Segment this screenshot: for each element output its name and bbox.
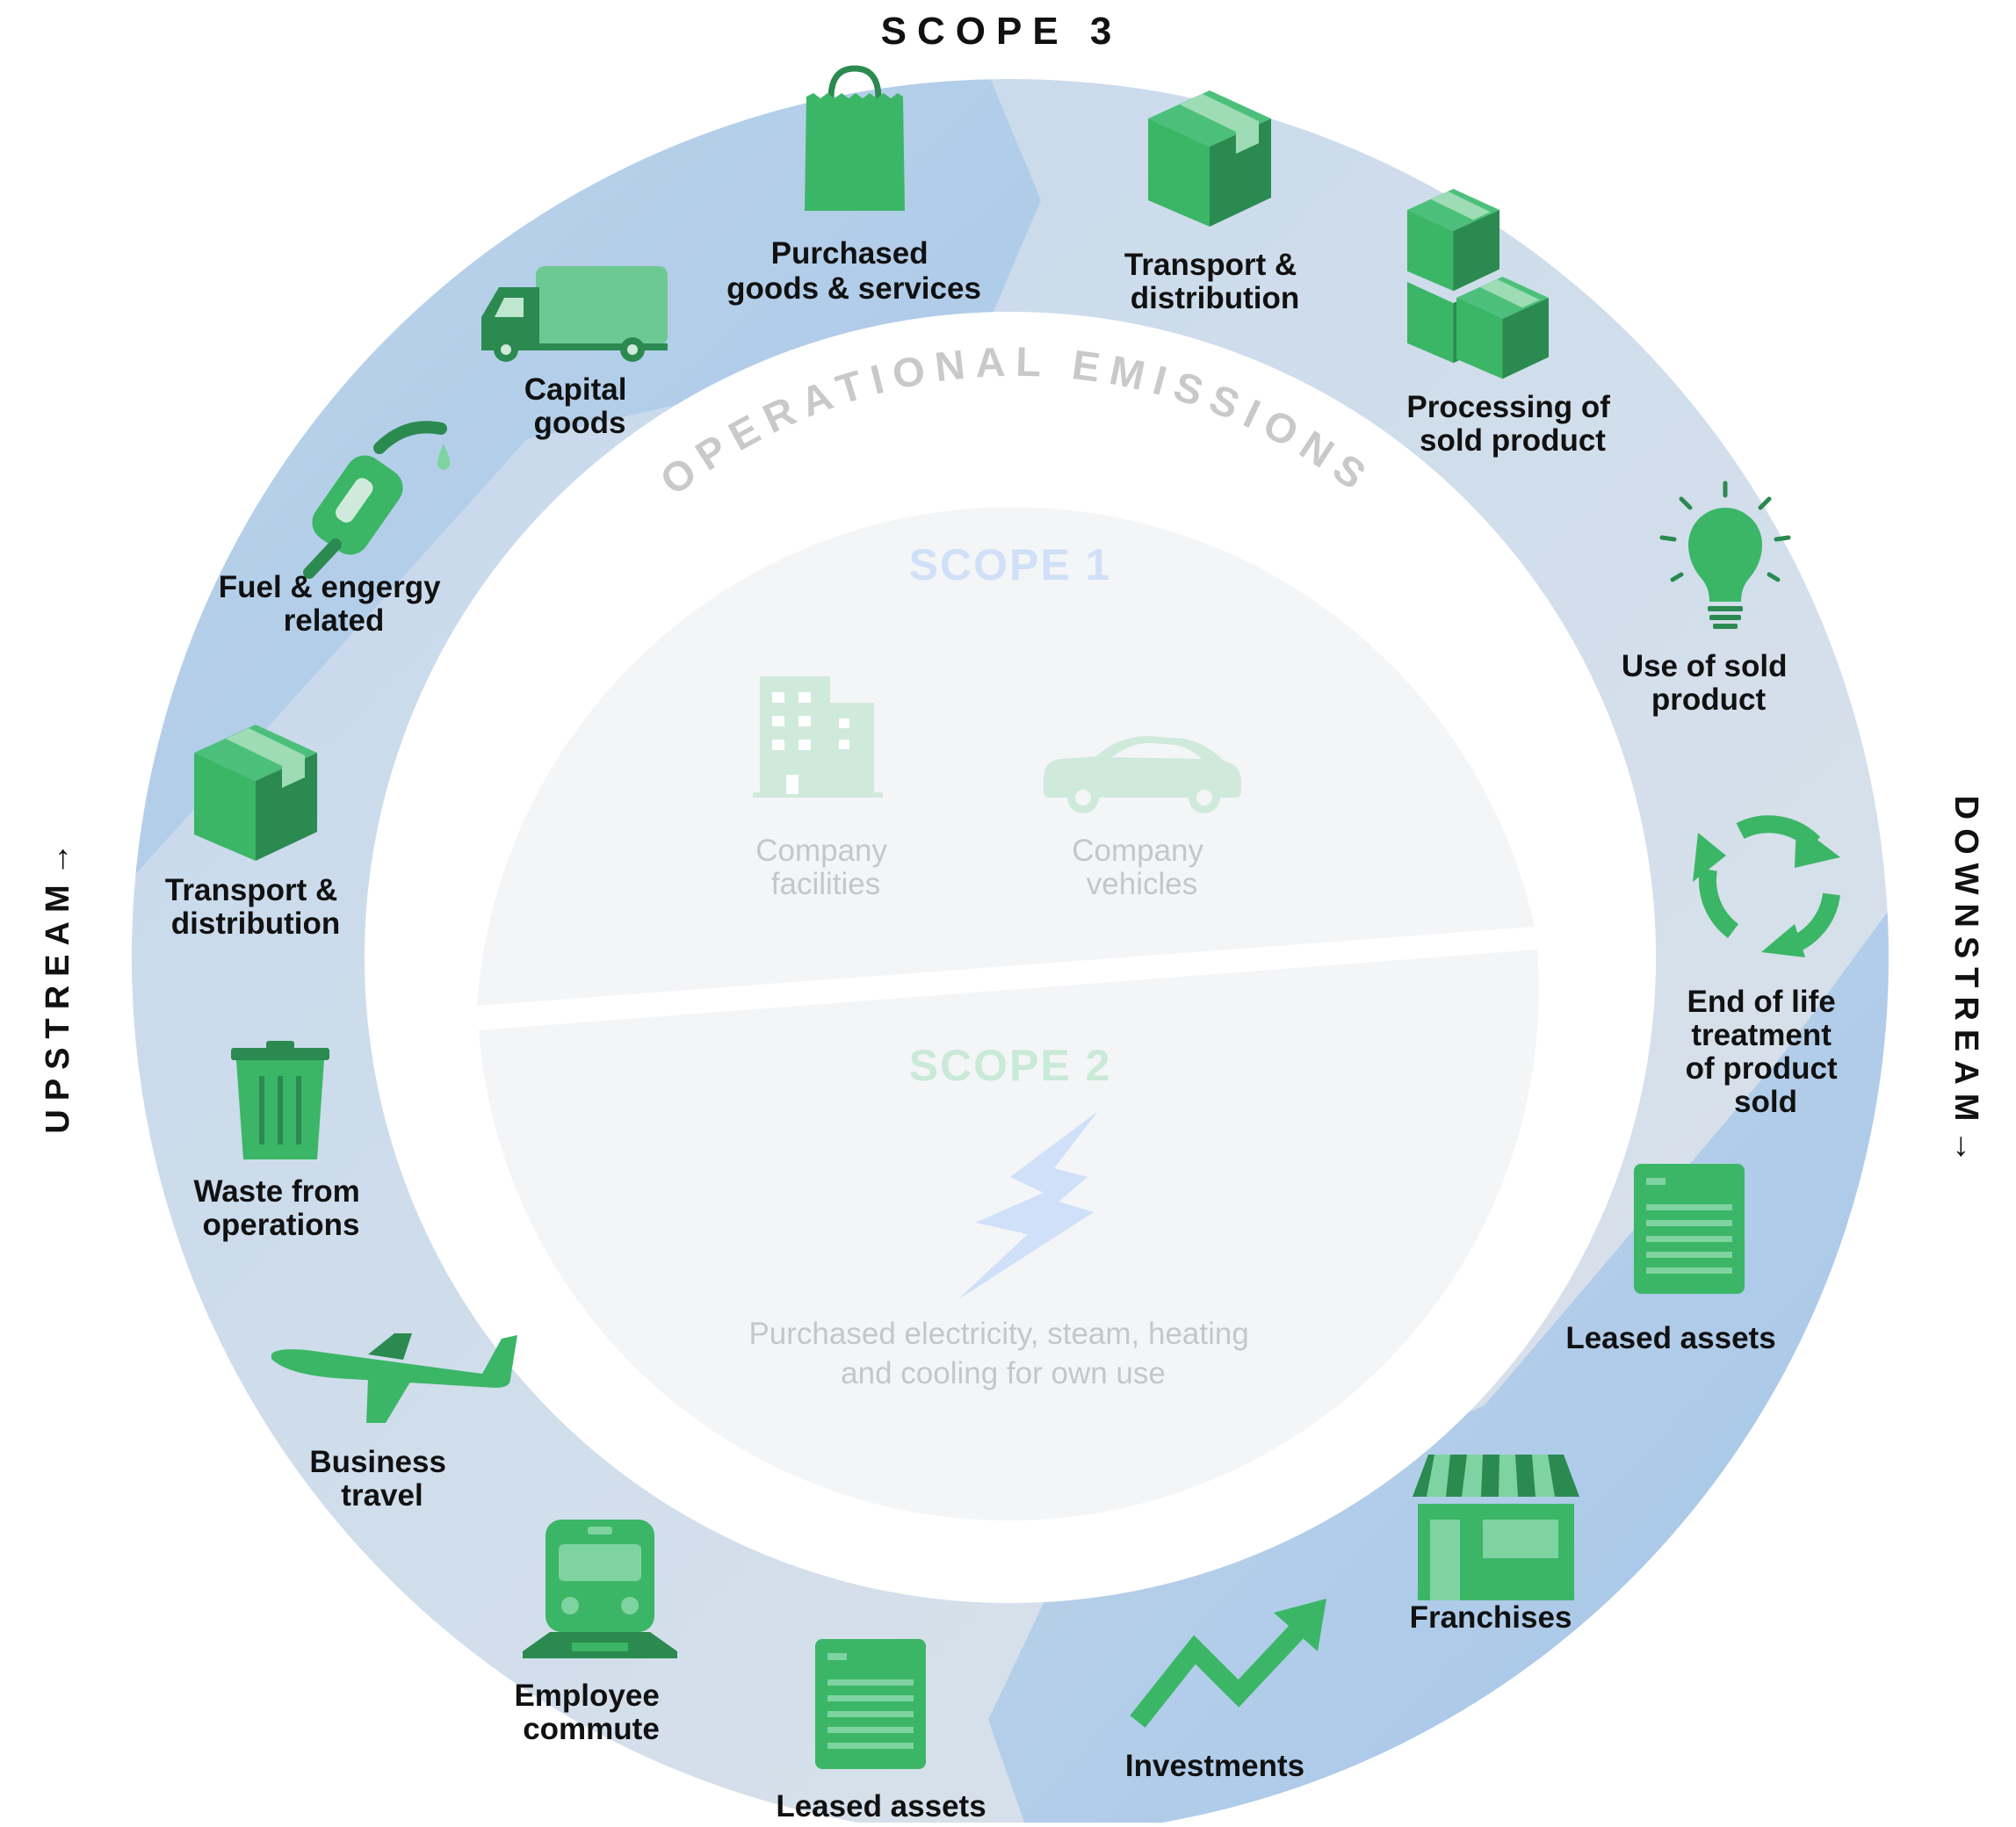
company-vehicles-label: Company vehicles xyxy=(1072,834,1212,901)
lightbulb-icon xyxy=(1659,480,1791,629)
upstream-label: UPSTREAM→ xyxy=(40,834,76,1133)
waste-label: Waste from operations xyxy=(193,1174,368,1242)
upstream-leased-assets-label: Leased assets xyxy=(776,1789,986,1823)
employee-commute-label: Employee commute xyxy=(514,1679,668,1746)
shopping-bag-icon xyxy=(805,65,905,211)
company-facilities-label: Company facilities xyxy=(755,834,896,901)
downstream-label: DOWNSTREAM→ xyxy=(1947,796,1984,1173)
box-icon xyxy=(1148,90,1271,227)
document-icon xyxy=(1634,1164,1745,1294)
scope2-title: SCOPE 2 xyxy=(909,1041,1112,1090)
use-of-sold-product-label: Use of sold product xyxy=(1622,649,1796,717)
scope3-title: SCOPE 3 xyxy=(881,10,1123,53)
downstream-leased-assets-label: Leased assets xyxy=(1565,1321,1775,1355)
storefront-icon xyxy=(1413,1455,1579,1600)
airplane-icon xyxy=(271,1333,517,1423)
train-icon xyxy=(523,1520,677,1658)
car-icon xyxy=(1044,736,1241,813)
trash-bin-icon xyxy=(231,1041,329,1159)
downstream-transport-label: Transport & distribution xyxy=(1124,248,1305,315)
lightning-icon xyxy=(957,1111,1098,1300)
fuel-nozzle-icon xyxy=(303,421,451,579)
business-travel-label: Business travel xyxy=(309,1445,454,1513)
upstream-transport-label: Transport & distribution xyxy=(165,873,346,941)
building-icon xyxy=(753,676,883,798)
capital-goods-label: Capital goods xyxy=(524,372,635,440)
franchises-label: Franchises xyxy=(1410,1600,1572,1635)
document-icon xyxy=(815,1639,926,1769)
end-of-life-label: End of life treatment of product sold xyxy=(1686,985,1846,1119)
recycle-icon xyxy=(1693,815,1840,957)
boxes-icon xyxy=(1407,189,1549,379)
scope2-region xyxy=(479,950,1539,1521)
trend-up-arrow-icon xyxy=(1130,1599,1326,1728)
fuel-energy-label: Fuel & engergy related xyxy=(219,570,450,638)
processing-label: Processing of sold product xyxy=(1406,390,1618,458)
box-icon xyxy=(194,725,317,861)
purchased-electricity-label: Purchased electricity, steam, heating an… xyxy=(748,1317,1257,1390)
scope1-title: SCOPE 1 xyxy=(909,540,1112,589)
purchased-goods-label: Purchased goods & services xyxy=(726,236,981,306)
truck-icon xyxy=(481,266,668,362)
investments-label: Investments xyxy=(1125,1749,1304,1783)
scope1-region xyxy=(477,507,1535,1006)
